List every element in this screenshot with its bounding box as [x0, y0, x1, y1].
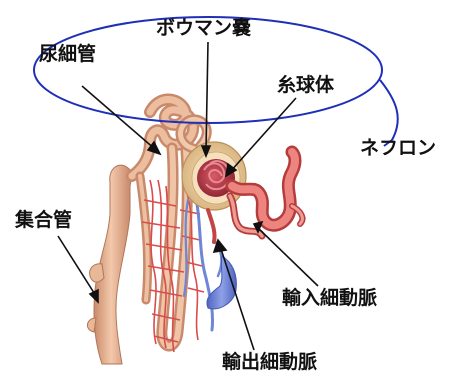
label-collecting-duct: 集合管 [15, 209, 72, 231]
afferent-arteriole-pointer [258, 228, 318, 286]
glomerulus-pointer [230, 98, 296, 172]
nephron-pointer [380, 80, 398, 140]
label-glomerulus: 糸球体 [277, 74, 334, 96]
collecting-duct-pointer [58, 236, 96, 296]
renal-tubule-pointer [82, 86, 156, 150]
label-efferent-arteriole: 輸出細動脈 [222, 351, 317, 373]
label-renal-tubule: 尿細管 [39, 43, 96, 65]
label-nephron: ネフロン [360, 137, 436, 159]
label-afferent-arteriole: 輸入細動脈 [282, 287, 377, 309]
label-bowman-capsule: ボウマン嚢 [156, 17, 251, 39]
collecting-duct-graphic [87, 165, 132, 364]
